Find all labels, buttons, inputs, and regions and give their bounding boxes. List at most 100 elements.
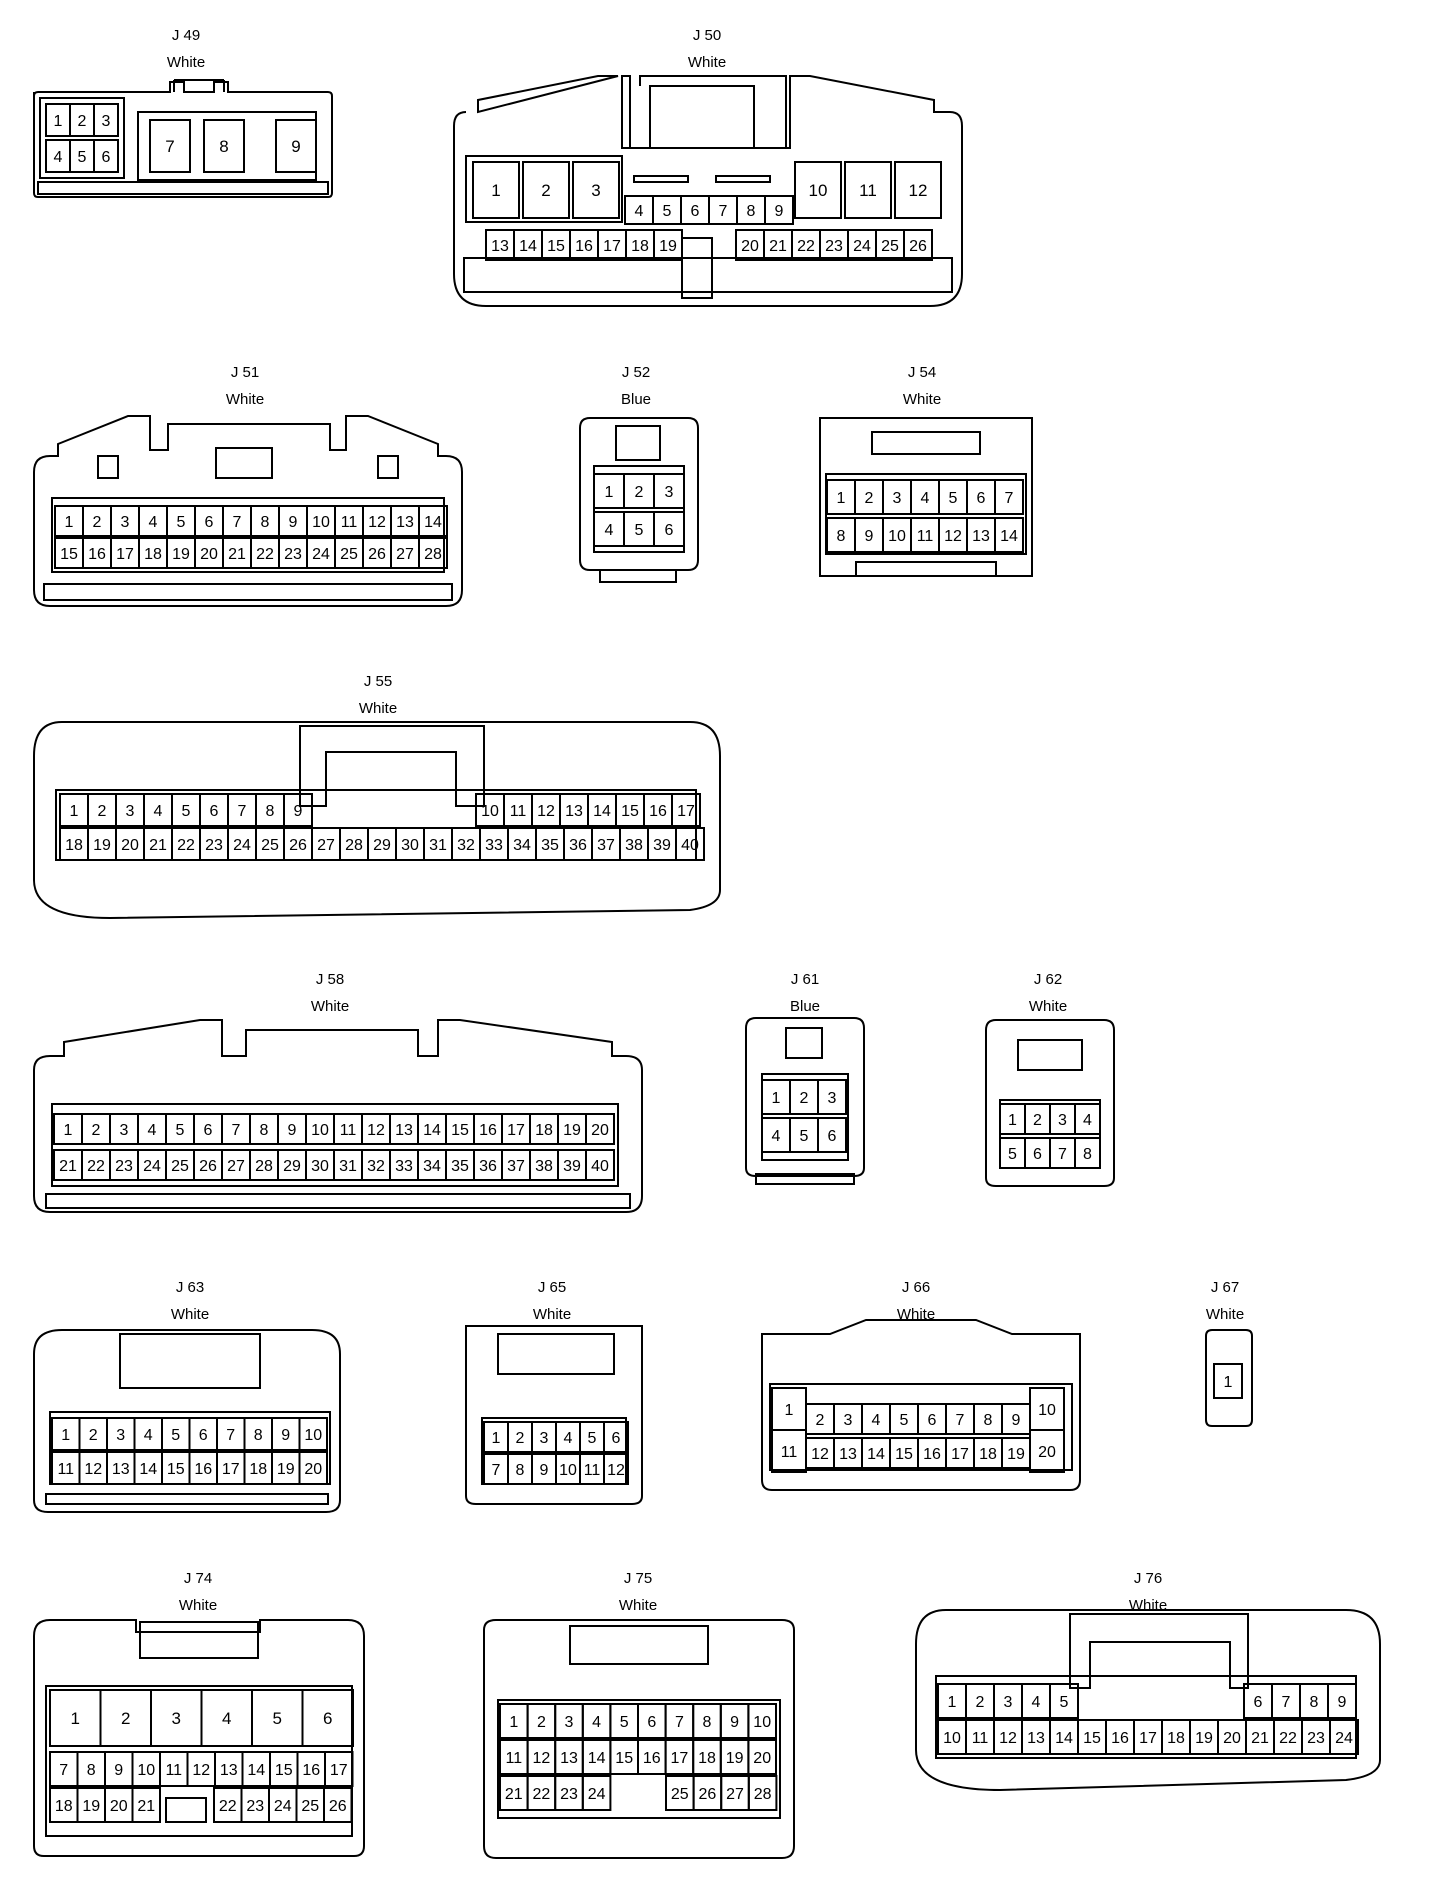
pin-number: 26 [368, 546, 386, 563]
housing-skirt [45, 1193, 631, 1209]
pin-number: 11 [57, 1461, 74, 1478]
pin-number: 3 [1004, 1694, 1013, 1711]
pin-number: 32 [367, 1158, 385, 1175]
connector-color: White [171, 1306, 209, 1323]
housing-detail [97, 455, 119, 479]
pin-number: 8 [703, 1714, 712, 1731]
pin-number: 12 [368, 514, 386, 531]
pin-number: 9 [289, 514, 298, 531]
pin-number: 2 [541, 181, 550, 200]
pin-number: 4 [1032, 1694, 1041, 1711]
latch [569, 1625, 709, 1665]
pin-number: 3 [116, 1427, 125, 1444]
pin-cell [418, 505, 448, 537]
pin-number: 15 [547, 238, 565, 255]
pin-number: 7 [675, 1714, 684, 1731]
pin-number: 20 [121, 837, 139, 854]
pin-number: 12 [533, 1750, 551, 1767]
pin-number: 18 [1167, 1730, 1185, 1747]
pin-number: 10 [809, 181, 828, 200]
pin-number: 6 [102, 149, 111, 166]
pin-number: 23 [1307, 1730, 1325, 1747]
pin-number: 15 [895, 1446, 913, 1463]
pin-number: 2 [816, 1412, 825, 1429]
pin-number: 8 [837, 528, 846, 545]
pin-number: 36 [479, 1158, 497, 1175]
connector-name: J 54 [908, 364, 936, 381]
pin-cell [298, 1417, 328, 1451]
pin-number: 9 [1012, 1412, 1021, 1429]
connector-color: White [1206, 1306, 1244, 1323]
pin-cell [653, 511, 685, 547]
pin-number: 8 [261, 514, 270, 531]
pin-number: 12 [999, 1730, 1017, 1747]
key-notch [165, 1797, 207, 1823]
pin-number: 17 [951, 1446, 969, 1463]
pin-number: 18 [249, 1461, 267, 1478]
pin-number: 5 [1008, 1146, 1017, 1163]
pin-number: 1 [837, 490, 846, 507]
pin-cell [1074, 1137, 1101, 1169]
pin-number: 11 [341, 514, 358, 531]
pin-number: 10 [943, 1730, 961, 1747]
connector-color: White [167, 54, 205, 71]
housing-outline [33, 1619, 365, 1857]
pin-number: 23 [115, 1158, 133, 1175]
pin-number: 8 [1083, 1146, 1092, 1163]
pin-number: 4 [1083, 1112, 1092, 1129]
pin-number: 17 [671, 1750, 689, 1767]
cavity-frame [51, 1103, 619, 1187]
pin-number: 5 [78, 149, 87, 166]
pin-number: 20 [304, 1461, 322, 1478]
pin-number: 16 [923, 1446, 941, 1463]
pin-number: 5 [800, 1128, 809, 1145]
pin-number: 28 [345, 837, 363, 854]
pin-number: 13 [560, 1750, 578, 1767]
pin-number: 2 [89, 1427, 98, 1444]
pin-cell [323, 1787, 353, 1823]
pin-number: 23 [205, 837, 223, 854]
pin-cell [894, 161, 942, 219]
connector-color: White [1129, 1597, 1167, 1614]
pin-number: 32 [457, 837, 475, 854]
pin-number: 5 [663, 203, 672, 220]
pin-number: 24 [1335, 1730, 1353, 1747]
pin-number: 21 [769, 238, 787, 255]
pin-number: 26 [699, 1786, 717, 1803]
pin-number: 15 [60, 546, 78, 563]
pin-number: 25 [671, 1786, 689, 1803]
pin-cell [903, 229, 933, 261]
pin-number: 25 [261, 837, 279, 854]
pin-number: 6 [205, 514, 214, 531]
pin-number: 34 [513, 837, 531, 854]
pin-number: 14 [519, 238, 537, 255]
pin-number: 15 [1083, 1730, 1101, 1747]
latch [173, 79, 225, 92]
pin-number: 1 [491, 181, 500, 200]
pin-number: 2 [537, 1714, 546, 1731]
pin-number: 7 [1058, 1146, 1067, 1163]
pin-number: 5 [177, 514, 186, 531]
pin-number: 2 [121, 1709, 130, 1728]
pin-number: 27 [726, 1786, 744, 1803]
connector-color: White [897, 1306, 935, 1323]
pin-number: 13 [839, 1446, 857, 1463]
pin-number: 1 [54, 113, 63, 130]
housing-outline [33, 1329, 341, 1513]
pin-number: 14 [424, 514, 442, 531]
pin-number: 19 [93, 837, 111, 854]
connector-color: White [311, 998, 349, 1015]
connector-color: White [179, 1597, 217, 1614]
pin-number: 37 [507, 1158, 525, 1175]
pin-number: 3 [844, 1412, 853, 1429]
pin-number: 11 [859, 181, 877, 200]
connector-color: White [226, 391, 264, 408]
pin-number: 34 [423, 1158, 441, 1175]
connector-name: J 51 [231, 364, 259, 381]
pin-number: 14 [139, 1461, 157, 1478]
housing-outline [1205, 1329, 1253, 1427]
key-slot [715, 175, 771, 183]
